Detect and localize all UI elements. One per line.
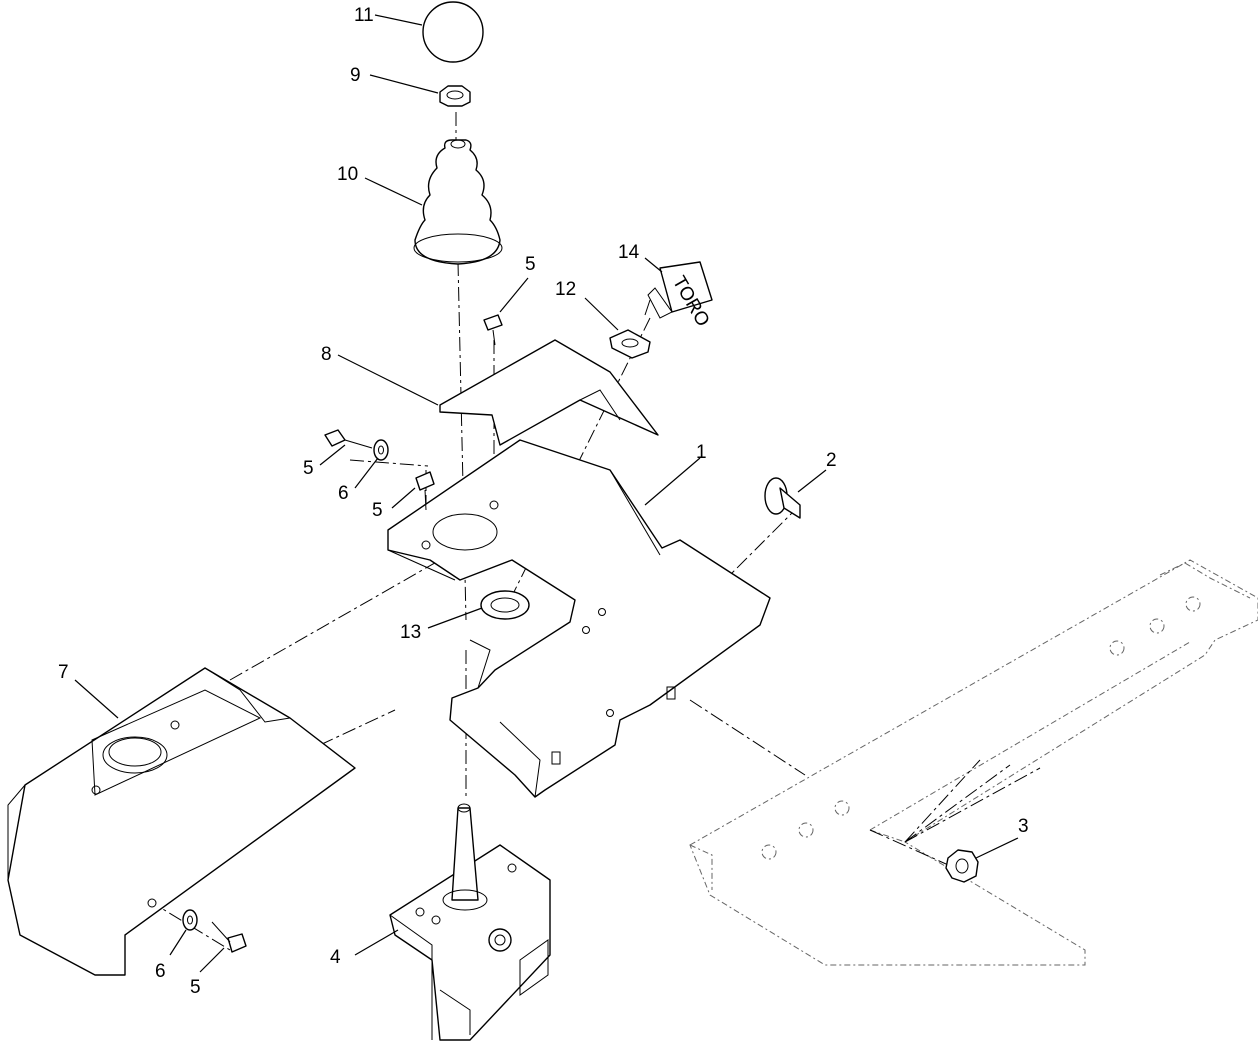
callout-14: 14: [618, 242, 640, 263]
screw-cover-side: [211, 921, 247, 953]
washer-lower: [182, 909, 198, 931]
screw-top-cover: [483, 314, 503, 346]
console-cover: [7, 667, 356, 976]
shift-lever-assembly: [389, 803, 551, 1041]
callout-5-bottom: 5: [190, 977, 201, 998]
callout-10: 10: [337, 164, 358, 185]
callout-8: 8: [321, 344, 332, 365]
leader-lines: [74, 14, 1019, 973]
washer-upper: [373, 439, 389, 461]
screw-left-upper: [324, 429, 373, 449]
callout-12: 12: [555, 279, 576, 300]
main-bracket: [387, 439, 771, 798]
callout-6-left: 6: [338, 483, 349, 504]
callout-2: 2: [826, 450, 837, 471]
callout-labels: 11 9 10 14 12 5 8 1 2 5 6 5 13 7 4 6 5 3: [58, 5, 1029, 998]
carriage-bolt: [764, 477, 801, 519]
callout-3: 3: [1018, 816, 1029, 837]
rubber-boot: [413, 139, 503, 265]
top-cover-plate: [439, 339, 659, 446]
grommet: [480, 590, 530, 620]
ignition-key: TORO: [644, 261, 713, 330]
lock-nut: [945, 849, 979, 883]
key-nut: [609, 329, 651, 359]
callout-1: 1: [696, 442, 707, 463]
callout-5-left: 5: [303, 458, 314, 479]
callout-11: 11: [354, 5, 374, 26]
callout-9: 9: [350, 65, 361, 86]
chassis-frame-phantom: [689, 559, 1258, 966]
callout-13: 13: [400, 622, 421, 643]
screw-left-lower: [415, 471, 435, 511]
callout-7: 7: [58, 662, 69, 683]
jam-nut: [439, 85, 471, 107]
callout-4: 4: [330, 947, 341, 968]
callout-6-bottom: 6: [155, 961, 166, 982]
knob: [422, 1, 484, 63]
callout-5-top: 5: [525, 254, 536, 275]
callout-5-mid: 5: [372, 500, 383, 521]
